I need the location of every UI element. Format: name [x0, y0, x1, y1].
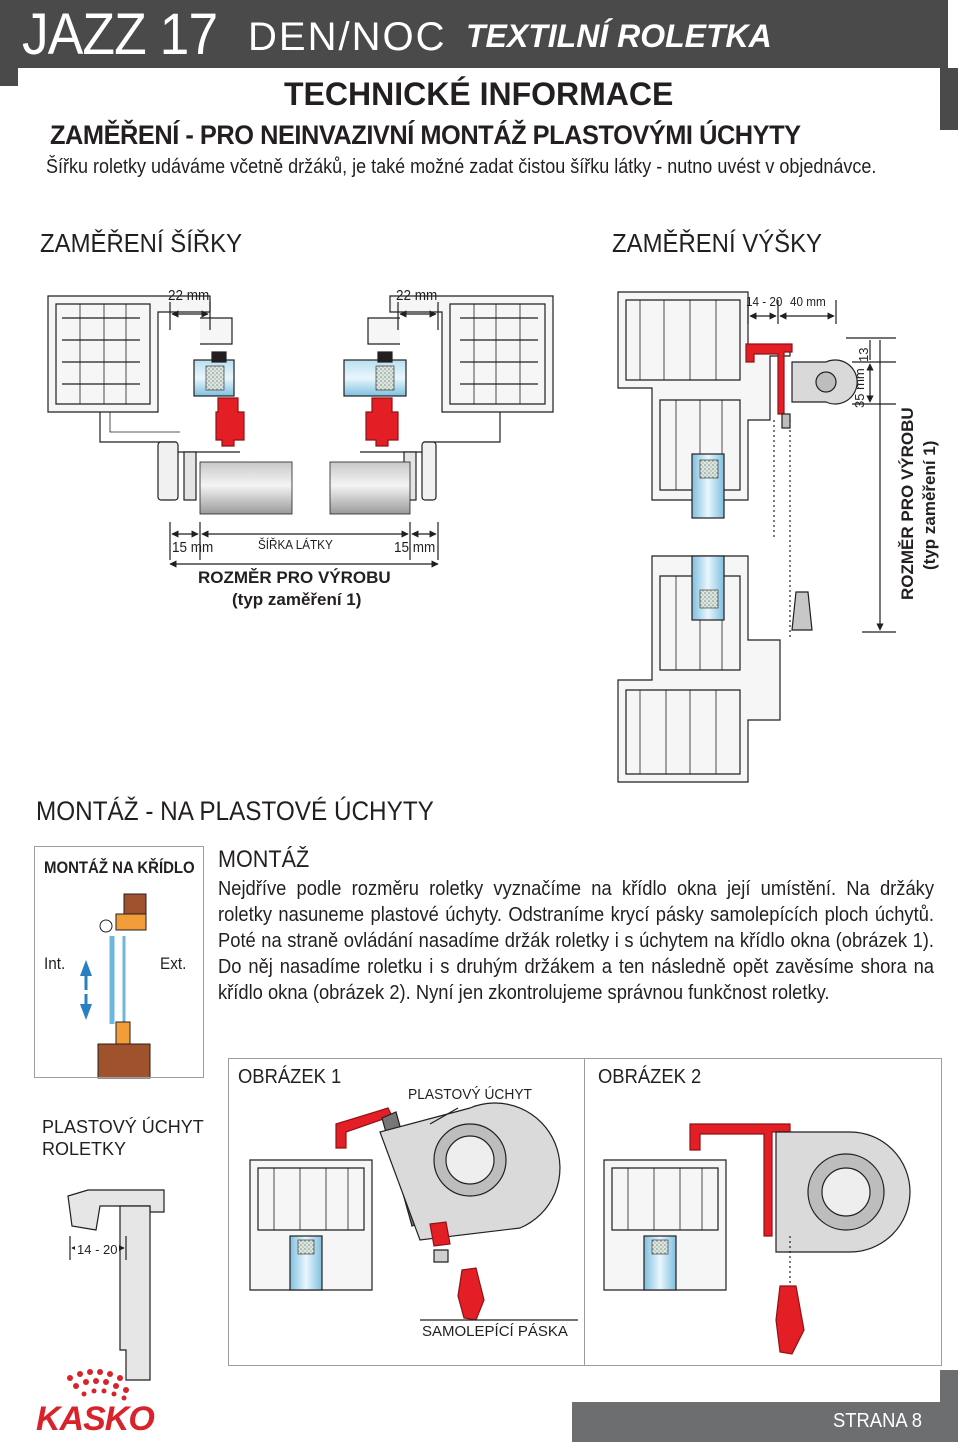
height-diagram — [617, 291, 896, 783]
clip-title-line2: ROLETKY — [42, 1139, 127, 1159]
figure-1-drawing — [249, 1102, 578, 1321]
width-result-line2: (typ zaměření 1) — [232, 590, 362, 609]
montage-heading: MONTÁŽ - NA PLASTOVÉ ÚCHYTY — [36, 796, 434, 826]
clip-title: PLASTOVÝ ÚCHYT ROLETKY — [42, 1116, 204, 1160]
clip-dimension: 14 - 20 — [75, 1242, 120, 1257]
montage-side-int: Int. — [44, 954, 66, 973]
width-right-margin: 15 mm — [394, 539, 436, 556]
width-left-margin: 15 mm — [172, 539, 214, 556]
figure-1-label: OBRÁZEK 1 — [238, 1066, 342, 1088]
height-result-line1: ROZMĚR PRO VÝROBU — [898, 407, 917, 600]
montage-subheading: MONTÁŽ — [218, 846, 310, 873]
width-diagram — [47, 295, 554, 568]
figures-divider — [584, 1058, 585, 1366]
montage-side-ext: Ext. — [160, 954, 187, 973]
header-accent-right — [940, 68, 958, 130]
company-logo: KASKO — [36, 1400, 155, 1438]
width-left-offset: 22 mm — [168, 287, 210, 304]
montage-side-title: MONTÁŽ NA KŘÍDLO — [44, 858, 195, 877]
subsection-title: ZAMĚŘENÍ - PRO NEINVAZIVNÍ MONTÁŽ PLASTO… — [50, 120, 801, 150]
figure-1-callout-bottom: SAMOLEPÍCÍ PÁSKA — [418, 1323, 572, 1340]
width-right-offset: 22 mm — [396, 287, 438, 304]
montage-body-text: Nejdříve podle rozměru roletky vyznačíme… — [218, 877, 934, 1004]
figure-2-label: OBRÁZEK 2 — [598, 1066, 702, 1088]
brand-subtitle: DEN/NOC — [248, 15, 447, 59]
height-clip: 35 mm — [852, 368, 867, 408]
figure-2-drawing — [603, 1123, 911, 1355]
height-result-line2: (typ zaměření 1) — [920, 440, 939, 570]
intro-text: Šířku roletky udáváme včetně držáků, je … — [46, 156, 877, 178]
logo-mark — [67, 1369, 129, 1401]
brand-name: JAZZ 17 — [22, 2, 218, 67]
montage-side-diagram — [80, 893, 151, 1079]
width-diagram-heading: ZAMĚŘENÍ ŠÍŘKY — [40, 228, 243, 258]
width-fabric-label: ŠÍŘKA LÁTKY — [258, 537, 333, 552]
product-title: TEXTILNÍ ROLETKA — [466, 18, 772, 54]
page-number: STRANA 8 — [833, 1410, 922, 1432]
footer-bar — [572, 1402, 948, 1442]
footer-accent — [940, 1370, 958, 1442]
figures-box — [228, 1058, 942, 1366]
figure-1-callout-top: PLASTOVÝ ÚCHYT — [408, 1086, 532, 1103]
height-offset: 40 mm — [790, 294, 826, 309]
section-title: TECHNICKÉ INFORMACE — [284, 76, 674, 112]
header-accent-left — [0, 68, 18, 86]
clip-title-line1: PLASTOVÝ ÚCHYT — [42, 1117, 204, 1137]
header-bar — [0, 0, 948, 68]
montage-side-box — [34, 846, 204, 1078]
height-top-gap: 13 — [856, 347, 871, 362]
clip-drawing — [67, 1189, 165, 1381]
height-range: 14 - 20 — [746, 294, 783, 309]
width-result-line1: ROZMĚR PRO VÝROBU — [198, 568, 391, 587]
height-diagram-heading: ZAMĚŘENÍ VÝŠKY — [612, 228, 823, 258]
